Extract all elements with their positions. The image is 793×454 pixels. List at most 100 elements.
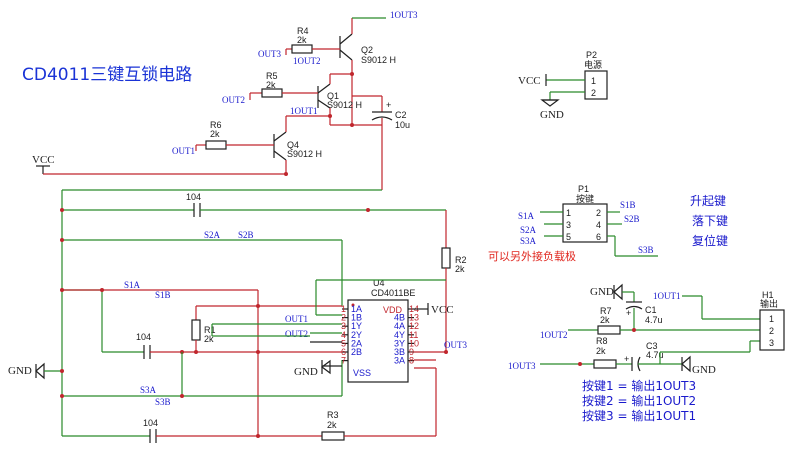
connector-h1	[759, 309, 785, 351]
u4-pin-num-7: 7	[341, 356, 346, 366]
net-h-1out3: 1OUT3	[508, 361, 536, 371]
p1-name: 按键	[576, 193, 594, 204]
c1-ref: C1	[645, 305, 657, 315]
c1-value: 4.7u	[645, 315, 663, 325]
p2-ref: P2	[586, 50, 597, 60]
net-s3b: S3B	[155, 397, 171, 407]
r1-value: 2k	[204, 334, 214, 344]
u4-pin-num-11: 11	[409, 330, 418, 340]
diagram-title: CD4011三键互锁电路	[22, 65, 192, 85]
net-s3a: S3A	[140, 385, 157, 395]
u4-vss-label: VSS	[353, 368, 371, 378]
u4-pin-name-3: 1Y	[351, 321, 362, 331]
u4-pin-num-6: 6	[341, 347, 346, 357]
resistor-r7	[597, 325, 621, 335]
u4-pin-name-11: 4Y	[394, 330, 405, 340]
resistor-r6	[205, 140, 227, 150]
net-s3a-p1: S3A	[520, 236, 537, 246]
u4-pin-name-2: 1B	[351, 313, 362, 323]
u4-pin-name-6: 2B	[351, 347, 362, 357]
vcc-label-left: VCC	[32, 154, 55, 166]
net-1out2-top: 1OUT2	[293, 56, 321, 66]
r5-value: 2k	[266, 80, 276, 90]
h1-pin-2: 2	[769, 326, 774, 336]
button-fn-3: 复位键	[692, 233, 728, 248]
u4-pin-name-5: 2A	[351, 338, 362, 348]
c2-ref: C2	[395, 110, 407, 120]
mapping-3: 按键3 = 输出1OUT1	[582, 408, 696, 423]
u4-pin-num-3: 3	[341, 321, 346, 331]
net-1out1-top: 1OUT1	[290, 106, 318, 116]
p1-pin-3: 3	[566, 220, 571, 230]
resistor-r8	[593, 359, 617, 369]
net-out2-u4: OUT2	[285, 329, 308, 339]
u4-pin-name-8: 3A	[394, 356, 405, 366]
r2-ref: R2	[455, 255, 467, 265]
net-s1b-p1: S1B	[620, 200, 636, 210]
net-out1-u4: OUT1	[285, 314, 308, 324]
h1-pin-3: 3	[769, 338, 774, 348]
h1-pin-1: 1	[769, 314, 774, 324]
resistor-r5	[261, 88, 283, 98]
vcc-label-ic: VCC	[431, 304, 454, 316]
u4-pin-name-12: 4A	[394, 321, 405, 331]
resistor-r1	[191, 319, 201, 341]
net-s3b-p1: S3B	[638, 245, 654, 255]
c3-value: 4.7u	[646, 350, 664, 360]
u4-pin-name-9: 3B	[394, 347, 405, 357]
r8-ref: R8	[596, 336, 608, 346]
net-h-1out2: 1OUT2	[540, 330, 568, 340]
net-out2-r5: OUT2	[222, 95, 245, 105]
resistor-r3	[321, 431, 345, 441]
transistor-q4	[273, 116, 287, 174]
p1-pin-6: 6	[596, 232, 601, 242]
net-s2b-p1: S2B	[624, 214, 640, 224]
u4-pin-num-10: 10	[409, 338, 419, 348]
net-s2b: S2B	[238, 230, 254, 240]
vcc-label-p2: VCC	[518, 75, 541, 87]
connector-p2	[584, 70, 608, 100]
r6-ref: R6	[210, 120, 222, 130]
resistor-r4	[291, 44, 313, 54]
c2-pol: +	[386, 100, 391, 110]
load-warning: 可以另外接负载极	[488, 249, 576, 263]
u4-pin-num-1: 1	[341, 304, 346, 314]
c3-ref: C3	[646, 341, 658, 351]
h1-name: 输出	[760, 298, 778, 309]
u4-pin-name-1: 1A	[351, 304, 362, 314]
u4-pin-num-8: 8	[409, 356, 414, 366]
p1-pin-5: 5	[566, 232, 571, 242]
connector-p1	[562, 203, 608, 243]
gnd-label-left: GND	[8, 365, 32, 377]
r5-ref: R5	[266, 71, 278, 81]
c3-pol: +	[624, 354, 629, 364]
gnd-label-ic: GND	[294, 366, 318, 378]
p1-pin-2: 2	[596, 208, 601, 218]
mapping-1: 按键1 = 输出1OUT3	[582, 378, 696, 393]
c2-value: 10u	[395, 120, 410, 130]
mapping-2: 按键2 = 输出1OUT2	[582, 393, 696, 408]
net-1out3-top: 1OUT3	[390, 10, 418, 20]
u4-vdd-label: VDD	[383, 305, 403, 315]
c-top-value: 104	[186, 192, 201, 202]
u4-pin-name-4: 2Y	[351, 330, 362, 340]
gnd-label-c3: GND	[692, 364, 716, 376]
u4-part: CD4011BE	[371, 288, 415, 298]
u4-pin-name-10: 3Y	[394, 338, 405, 348]
r1-ref: R1	[204, 325, 216, 335]
u4-pin-num-4: 4	[341, 330, 346, 340]
u4-pin-num-5: 5	[341, 338, 346, 348]
r3-ref: R3	[327, 410, 339, 420]
c-mid-value: 104	[136, 332, 151, 342]
net-out3-r4: OUT3	[258, 49, 281, 59]
net-h-1out1: 1OUT1	[653, 291, 681, 301]
net-s2a: S2A	[204, 230, 221, 240]
u4-pin-num-12: 12	[409, 321, 419, 331]
net-s2a-p1: S2A	[520, 225, 537, 235]
q4-value: S9012 H	[287, 149, 322, 159]
net-out1-r6: OUT1	[172, 146, 195, 156]
transistor-q1	[317, 74, 331, 125]
button-fn-1: 升起键	[690, 194, 726, 208]
q2-value: S9012 H	[361, 55, 396, 65]
